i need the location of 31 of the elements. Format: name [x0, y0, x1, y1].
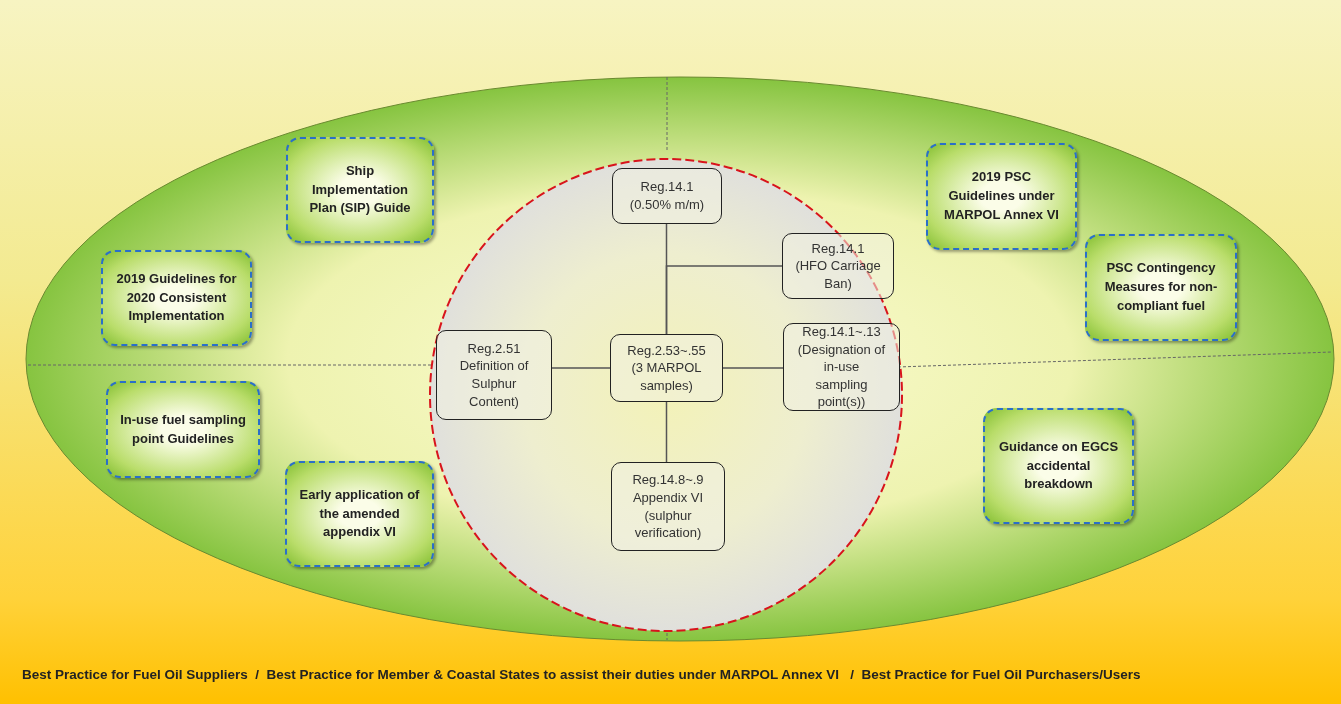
regulation-box — [436, 330, 552, 420]
guideline-title: PSC Contingency Measures for non-compliant fuel — [1103, 259, 1219, 315]
guideline-card — [1085, 234, 1237, 341]
guideline-card — [285, 461, 434, 567]
connector-line — [551, 367, 611, 369]
footer-text: Best Practice for Fuel Oil Suppliers / Best Practice for Member & Coastal States to assist their duties under MARPOL Annex VI / Best Practice for Fuel Oil Purchasers/Users — [22, 667, 1141, 682]
guideline-title: 2019 Guidelines for 2020 Consistent Implementation — [115, 269, 238, 326]
regulation-box — [611, 462, 725, 551]
regulation-box — [782, 233, 894, 299]
guideline-title: Guidance on EGCS accidental breakdown — [997, 437, 1120, 494]
guideline-title: Early application of the amended appendix VI — [299, 485, 420, 542]
regulation-box — [783, 323, 900, 411]
regulation-text: Reg.2.53~.55 (3 MARPOL samples) — [626, 341, 707, 395]
regulation-text: Reg.14.1~.13 (Designation of in-use sampling point(s)) — [796, 323, 887, 411]
guideline-card — [286, 137, 434, 243]
guideline-title: 2019 PSC Guidelines under MARPOL Annex VI — [943, 168, 1060, 224]
regulation-text: Reg.14.8~.9 Appendix VI (sulphur verification) — [631, 471, 705, 542]
guideline-card — [101, 250, 252, 346]
guideline-card — [106, 381, 260, 478]
connector-line — [722, 367, 784, 369]
guideline-card — [983, 408, 1134, 524]
regulation-text: Reg.2.51 Definition of Sulphur Content) — [458, 339, 530, 411]
regulation-text: Reg.14.1 (HFO Carriage Ban) — [795, 239, 881, 293]
connector-line — [665, 401, 668, 463]
regulation-box — [610, 334, 723, 402]
guideline-title: Ship Implementation Plan (SIP) Guide — [308, 161, 412, 218]
guideline-title: In-use fuel sampling point Guidelines — [120, 410, 246, 448]
guideline-card — [926, 143, 1077, 250]
regulation-box — [612, 168, 722, 224]
connector-line — [665, 265, 783, 335]
regulation-text: Reg.14.1 (0.50% m/m) — [628, 178, 706, 214]
